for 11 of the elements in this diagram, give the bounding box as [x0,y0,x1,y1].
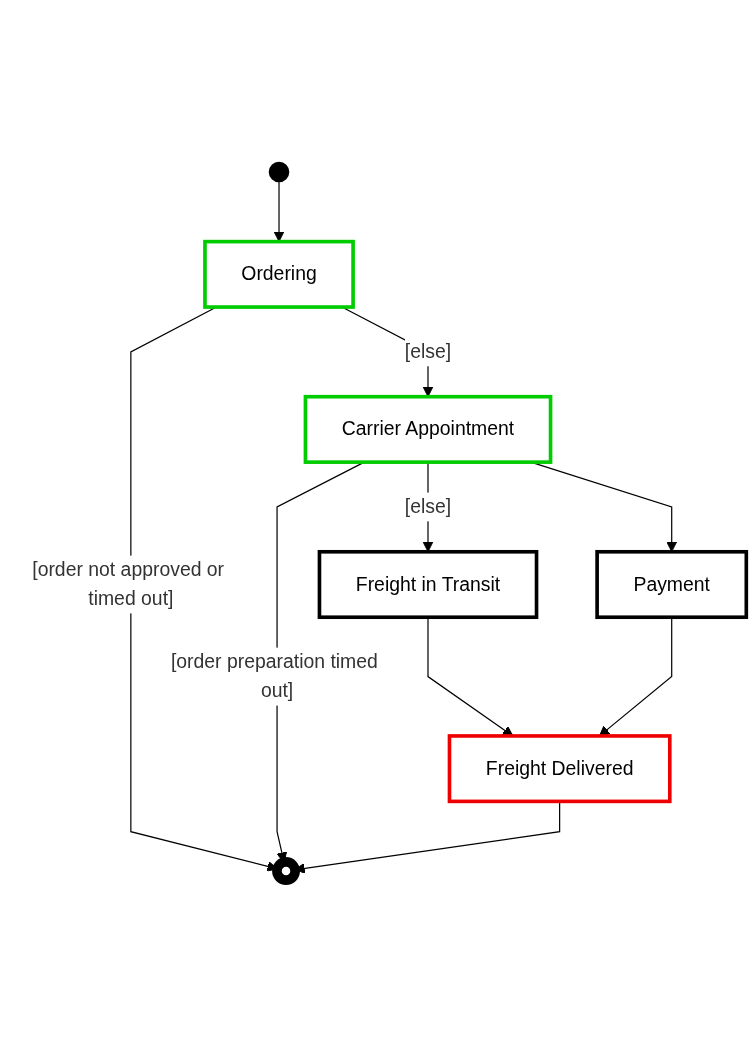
edge-label: [else] [404,340,452,362]
edge-label: [else] [404,496,452,517]
edge-label: [order preparation timed out] [170,651,378,701]
node-box: Ordering [203,239,355,309]
node-box: Payment [595,549,749,620]
node-box: Freight Delivered [447,734,672,804]
edge-label: [order not approved or timed out] [32,559,225,609]
node-circle [272,857,300,885]
node-circle [268,161,290,183]
node-box: Carrier Appointment [303,394,553,464]
node-box: Freight in Transit [317,549,539,620]
